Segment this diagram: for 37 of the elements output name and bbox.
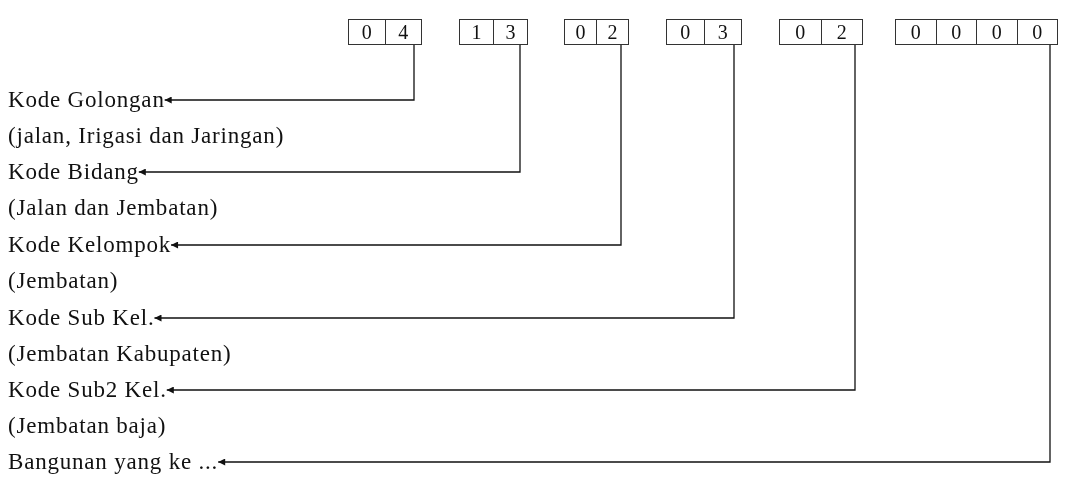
code-digit: 0	[935, 20, 976, 44]
code-label: Kode Sub2 Kel.	[8, 375, 167, 405]
code-box	[666, 19, 742, 45]
code-label: Kode Golongan	[8, 85, 165, 115]
code-box	[459, 19, 528, 45]
arrow	[166, 44, 856, 394]
code-label: Kode Kelompok	[8, 230, 172, 260]
code-digit: 0	[574, 20, 587, 44]
label-description: (Jembatan Kabupaten)	[8, 340, 232, 368]
label-description: (Jembatan baja)	[8, 412, 167, 440]
code-digit: 0	[1016, 20, 1057, 44]
code-digit: 4	[384, 20, 421, 44]
code-digit: 1	[470, 20, 483, 44]
code-box	[564, 19, 629, 45]
code-box	[779, 19, 863, 45]
code-label: Bangunan yang ke ...	[8, 447, 219, 477]
label-description: (Jalan dan Jembatan)	[8, 194, 219, 222]
arrow	[138, 44, 521, 176]
code-box	[895, 19, 1058, 45]
arrow	[170, 44, 622, 249]
code-digit: 2	[820, 20, 862, 44]
arrow	[217, 44, 1051, 466]
code-digit: 0	[679, 20, 692, 44]
code-box	[348, 19, 422, 45]
label-description: (Jembatan)	[8, 267, 119, 295]
code-digit: 0	[360, 20, 373, 44]
code-label: Kode Bidang	[8, 157, 139, 187]
arrow	[164, 44, 415, 104]
code-digit: 0	[976, 20, 1017, 44]
code-label: Kode Sub Kel.	[8, 303, 155, 333]
label-description: (jalan, Irigasi dan Jaringan)	[8, 122, 285, 150]
code-digit: 3	[703, 20, 741, 44]
code-digit: 2	[596, 20, 628, 44]
code-digit: 0	[909, 20, 922, 44]
code-digit: 3	[493, 20, 527, 44]
arrow	[153, 44, 735, 322]
code-digit: 0	[794, 20, 807, 44]
